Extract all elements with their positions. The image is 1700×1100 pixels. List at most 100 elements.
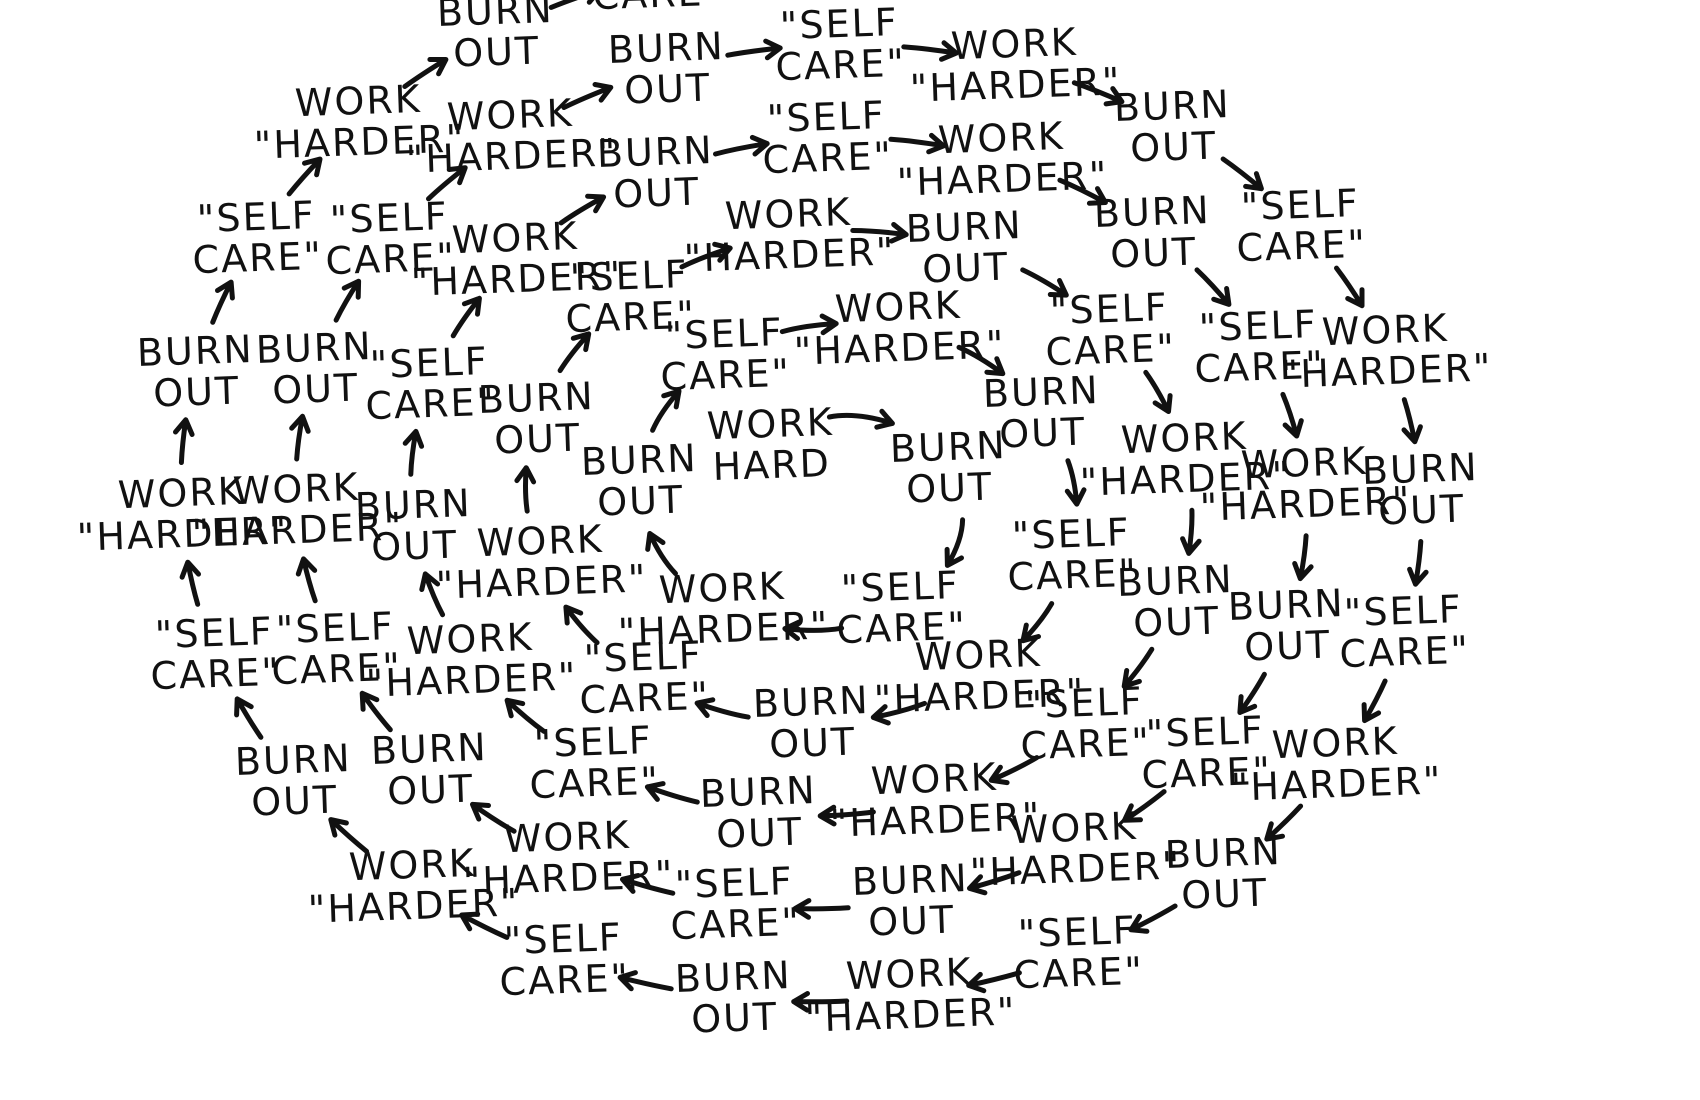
- spiral-arrow: [1071, 80, 1125, 107]
- spiral-arrow: [470, 801, 517, 834]
- spiral-node-label: "SELF CARE": [1044, 285, 1177, 375]
- spiral-arrow: [1057, 177, 1108, 206]
- spiral-arrow: [450, 295, 482, 339]
- spiral-node-label: "SELF CARE": [762, 92, 895, 183]
- spiral-arrow: [620, 873, 676, 896]
- spiral-arrow: [402, 57, 449, 89]
- spiral-node-label: WORK "HARDER": [793, 283, 1007, 374]
- spiral-arrow: [1122, 789, 1167, 823]
- spiral-arrow: [402, 428, 425, 477]
- spiral-node-label: WORK "HARDER": [307, 840, 521, 932]
- spiral-arrow: [557, 331, 592, 374]
- spiral-node-label: "SELF CARE": [1235, 180, 1368, 271]
- spiral-arrow: [558, 193, 607, 226]
- spiral-node-label: "SELF CARE": [528, 717, 661, 808]
- spiral-node-label: BURN OUT: [606, 24, 726, 113]
- spiral-arrow: [179, 559, 201, 607]
- spiral-arrow: [289, 413, 311, 462]
- spiral-arrow: [617, 970, 674, 992]
- spiral-arrow: [1280, 391, 1304, 439]
- spiral-arrow: [286, 156, 323, 197]
- spiral-node-label: "SELF CARE": [149, 608, 282, 698]
- spiral-node-label: BURN OUT: [136, 326, 255, 416]
- spiral-node-label: "SELF CARE": [364, 338, 497, 428]
- spiral-arrow: [1128, 903, 1178, 934]
- spiral-node-label: BURN OUT: [905, 202, 1024, 292]
- spiral-arrow: [1220, 156, 1264, 192]
- spiral-node-label: BURN OUT: [1164, 828, 1283, 918]
- spiral-arrow: [988, 755, 1040, 786]
- spiral-arrow: [650, 388, 682, 433]
- spiral-arrow: [1194, 267, 1232, 307]
- spiral-node-label: WORK HARD: [706, 399, 835, 490]
- spiral-arrow: [791, 991, 850, 1013]
- spiral-arrow: [826, 408, 895, 430]
- spiral-node-label: "SELF CARE": [270, 604, 403, 694]
- spiral-node-label: WORK "HARDER": [803, 950, 1017, 1042]
- spiral-node-label: BURN OUT: [1226, 581, 1345, 670]
- spiral-arrow: [792, 898, 851, 920]
- spiral-node-label: "SELF CARE": [669, 859, 802, 949]
- spiral-arrow: [644, 781, 700, 805]
- spiral-node-label: BURN OUT: [1113, 82, 1232, 171]
- spiral-arrow: [504, 697, 547, 734]
- spiral-arrow: [1064, 458, 1087, 507]
- spiral-node-label: "SELF CARE": [324, 194, 457, 284]
- spiral-arrow: [1143, 369, 1173, 414]
- spiral-arrow: [1180, 507, 1202, 556]
- spiral-arrow: [713, 134, 770, 157]
- spiral-arrow: [850, 222, 909, 244]
- spiral-node-label: "SELF CARE": [1338, 586, 1471, 677]
- spiral-arrow: [359, 690, 393, 733]
- spiral-node-label: BURN OUT: [1093, 187, 1212, 277]
- spiral-arrow: [1020, 267, 1069, 298]
- spiral-node-label: BURN OUT: [699, 768, 818, 857]
- spiral-node-label: BURN OUT: [435, 0, 555, 76]
- spiral-arrow: [548, 0, 595, 10]
- spiral-arrow: [1237, 671, 1267, 715]
- spiral-node-label: WORK "HARDER": [908, 19, 1122, 111]
- spiral-arrow: [514, 465, 537, 514]
- spiral-node-label: "SELF CARE": [1012, 907, 1145, 998]
- spiral-arrow: [944, 517, 966, 568]
- spiral-arrow: [234, 696, 264, 740]
- spiral-arrow: [1334, 265, 1365, 309]
- spiral-arrow: [1020, 601, 1055, 644]
- spiral-arrow: [956, 344, 1006, 377]
- spiral-arrow: [419, 571, 446, 618]
- spiral-node-label: BURN OUT: [369, 724, 489, 814]
- spiral-arrow: [1264, 803, 1304, 842]
- spiral-arrow: [1407, 539, 1429, 587]
- spiral-arrow: [561, 82, 614, 110]
- spiral-arrow: [1401, 397, 1423, 445]
- spiral-arrow: [459, 911, 510, 940]
- spiral-node-label: WORK "HARDER": [1230, 718, 1444, 810]
- spiral-node-label: WORK "HARDER": [969, 803, 1183, 895]
- spiral-node-label: "SELF CARE": [578, 632, 711, 722]
- spiral-arrow: [333, 278, 362, 323]
- spiral-arrow: [725, 38, 783, 61]
- spiral-arrow: [563, 604, 600, 646]
- spiral-arrow: [966, 970, 1022, 994]
- spiral-node-label: WORK "HARDER": [75, 468, 289, 560]
- spiral-node-label: "SELF CARE": [191, 193, 324, 283]
- spiral-arrow: [694, 697, 751, 720]
- spiral-node-label: WORK "HARDER": [253, 76, 467, 168]
- spiral-node-label: BURN OUT: [851, 855, 970, 945]
- spiral-arrow: [1121, 646, 1155, 689]
- spiral-arrow: [967, 870, 1022, 896]
- spiral-node-label: BURN OUT: [234, 735, 353, 825]
- spiral-arrow: [1361, 678, 1388, 724]
- spiral-node-label: WORK "HARDER": [1279, 305, 1493, 397]
- spiral-node-label: WORK "HARDER": [895, 114, 1110, 206]
- spiral-node-label: "SELF CARE": [498, 915, 631, 1005]
- spiral-node-label: BURN OUT: [580, 436, 699, 525]
- spiral-arrow: [888, 132, 946, 155]
- spiral-arrow: [870, 700, 927, 726]
- spiral-arrow: [426, 165, 468, 202]
- spiral-arrow: [782, 619, 845, 641]
- spiral-node-label: BURN OUT: [751, 678, 870, 767]
- spiral-arrow: [173, 417, 195, 465]
